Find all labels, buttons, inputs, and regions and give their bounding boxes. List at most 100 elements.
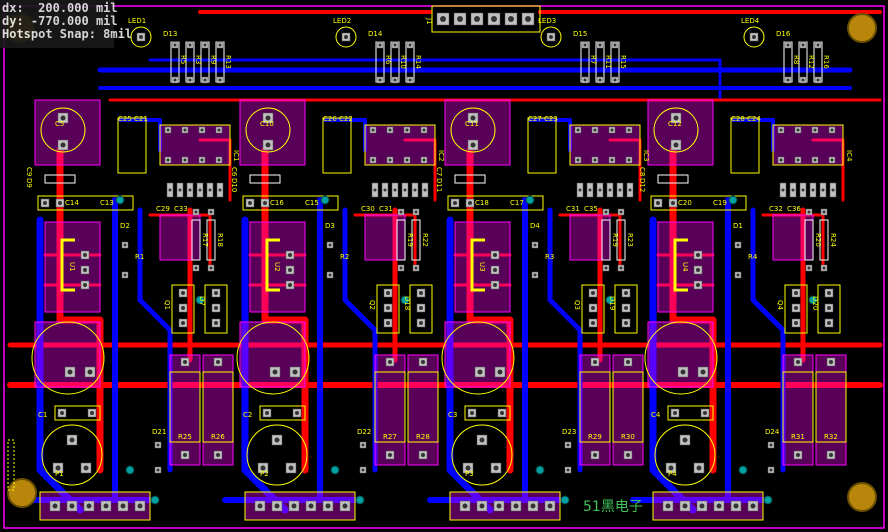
connector-pin-hole <box>137 503 143 509</box>
mid-keepout <box>364 214 406 261</box>
cap-outline <box>236 321 310 395</box>
pad-hole <box>533 243 537 247</box>
connector-pin-hole <box>291 503 297 509</box>
pad-hole <box>156 443 160 447</box>
resistor-pad-hole <box>613 78 617 82</box>
resistor-body <box>804 219 814 261</box>
mid-keepout <box>159 214 201 261</box>
driver-pad-hole <box>696 268 700 272</box>
pot-pad-hole <box>682 437 688 443</box>
fet-pad-hole <box>624 321 628 325</box>
ic-lead-hole <box>413 188 417 192</box>
driver-label: U2 <box>273 262 281 272</box>
small-cap-outline <box>117 117 147 174</box>
cap-pad-hole <box>67 369 73 375</box>
ic-pin-hole <box>796 128 800 132</box>
pot-pad-hole <box>288 465 294 471</box>
connector-pin-hole <box>120 503 126 509</box>
resistor-label: R9 <box>209 55 217 65</box>
pad-label: D11 <box>435 178 443 193</box>
fet-outline <box>376 284 400 334</box>
ic-pin-hole <box>779 158 783 162</box>
resistor-label: R10 <box>399 55 407 69</box>
channel-trace-blue <box>36 216 84 514</box>
cap-outline <box>441 321 515 395</box>
small-cap-outline <box>322 117 352 174</box>
ic-outline <box>364 124 436 166</box>
header-pin-hole <box>457 16 463 22</box>
connector-pin-hole <box>308 503 314 509</box>
power-pad-hole <box>216 453 220 457</box>
fet-outline <box>171 284 195 334</box>
connector-outline <box>652 491 764 521</box>
resistor-body <box>454 174 486 184</box>
pad-hole <box>361 443 365 447</box>
pad-hole <box>156 468 160 472</box>
resistor-body <box>249 174 281 184</box>
cap-label: C36 <box>787 205 801 213</box>
ic-lead-hole <box>578 188 582 192</box>
component-layer[interactable] <box>5 5 877 521</box>
resistor-pad-hole <box>604 210 608 214</box>
ic-pin-hole <box>593 158 597 162</box>
power-resistor-outline <box>202 371 234 443</box>
resistor-pad-hole <box>619 210 623 214</box>
fet-label: Q3 <box>573 300 581 310</box>
fet-pad-hole <box>591 291 595 295</box>
driver-pad-hole <box>288 268 292 272</box>
ic-pin-hole <box>627 158 631 162</box>
fet-pad-hole <box>591 321 595 325</box>
ic-lead-hole <box>373 188 377 192</box>
ic-label: IC1 <box>232 150 240 162</box>
driver-label: U4 <box>681 262 689 272</box>
power-resistor-keepout <box>202 354 234 466</box>
fet-pad-hole <box>181 306 185 310</box>
cap-label: C31 <box>566 205 580 213</box>
pad-label: C16 <box>270 199 284 207</box>
connector-pin-hole <box>716 503 722 509</box>
low-cap-outline <box>259 405 306 421</box>
diode-label: D16 <box>776 30 791 38</box>
power-pad-hole <box>626 453 630 457</box>
header-pin-hole <box>508 16 514 22</box>
driver-pad-hole <box>493 283 497 287</box>
ic-label: IC2 <box>437 150 445 162</box>
resistor-label: R5 <box>179 55 187 65</box>
ic-outline <box>569 124 641 166</box>
cap-label: C1 <box>38 411 48 419</box>
ic-pin-hole <box>830 158 834 162</box>
connector-pin-hole <box>86 503 92 509</box>
ic-lead-hole <box>208 188 212 192</box>
ic-pin-hole <box>813 128 817 132</box>
resistor-label: R23 <box>626 233 634 247</box>
mount-hole <box>7 478 37 508</box>
driver-silk <box>60 238 75 292</box>
fet-pad-hole <box>419 291 423 295</box>
ic-pin-hole <box>183 128 187 132</box>
resistor-label: R8 <box>792 55 800 65</box>
row-pad-hole <box>263 201 267 205</box>
resistor-body <box>657 174 689 184</box>
resistor-label: R16 <box>822 55 830 69</box>
ic-lead-hole <box>618 188 622 192</box>
cap-label: C21 <box>134 115 148 123</box>
resistor-pad-hole <box>807 210 811 214</box>
resistor-pad-hole <box>209 266 213 270</box>
pot-pad-hole <box>69 437 75 443</box>
resistor-pad-hole <box>414 210 418 214</box>
via <box>355 495 365 505</box>
cap-keepout <box>239 99 306 166</box>
resistor-label: R24 <box>829 233 837 247</box>
header-pin-hole <box>491 16 497 22</box>
ic-lead-hole <box>831 188 835 192</box>
row-pad-hole <box>43 201 47 205</box>
resistor-pad-hole <box>218 78 222 82</box>
ic-lead-hole <box>801 188 805 192</box>
resistor-pad-hole <box>807 266 811 270</box>
connector-pin-hole <box>682 503 688 509</box>
fet-label: Q1 <box>163 300 171 310</box>
resistor-pad-hole <box>619 266 623 270</box>
pad-label: C20 <box>678 199 692 207</box>
power-resistor-outline <box>815 371 847 443</box>
